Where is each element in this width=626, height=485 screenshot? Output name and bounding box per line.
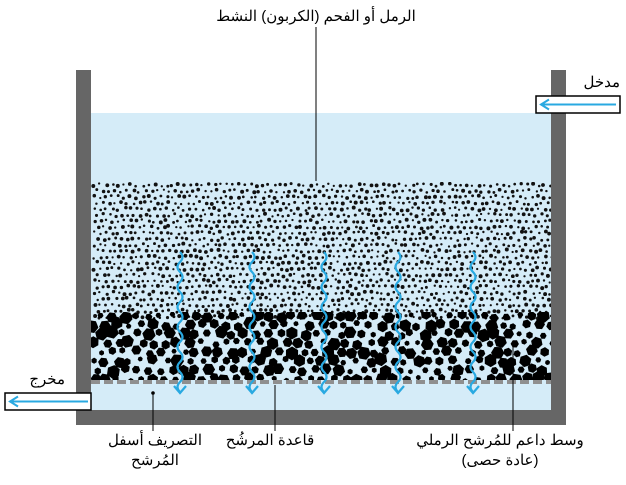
flow-arrow-icon bbox=[245, 251, 259, 395]
outlet-label: مخرج bbox=[29, 371, 65, 388]
flow-arrows bbox=[173, 251, 480, 395]
flow-arrow-icon bbox=[466, 251, 480, 395]
top-media-label: الرمل أو الفحم (الكربون) النشط bbox=[216, 8, 416, 25]
support-label-line2: (عادة حصى) bbox=[461, 452, 539, 469]
support-leader-dot bbox=[511, 342, 515, 346]
tank-left-wall bbox=[76, 70, 91, 410]
support-label-line1: وسط داعم للمُرشح الرملي bbox=[416, 432, 584, 449]
filter-floor-label: قاعدة المرشُح bbox=[225, 432, 315, 449]
outlet-pipe-icon bbox=[4, 392, 92, 411]
flow-arrow-icon bbox=[391, 251, 405, 395]
inlet-pipe-icon bbox=[535, 95, 621, 114]
flow-arrow-icon bbox=[173, 251, 187, 395]
underdrain-label-line1: التصريف أسفل bbox=[107, 432, 203, 449]
underdrain-label-line2: المُرشح bbox=[131, 452, 179, 469]
underdrain-leader-dot bbox=[151, 391, 155, 395]
flow-arrow-icon bbox=[317, 251, 331, 395]
gravel-layer bbox=[91, 312, 551, 380]
sand-layer bbox=[91, 182, 551, 321]
tank-right-wall bbox=[551, 70, 566, 410]
tank-bottom bbox=[76, 410, 566, 425]
inlet-label: مدخل bbox=[583, 74, 620, 91]
